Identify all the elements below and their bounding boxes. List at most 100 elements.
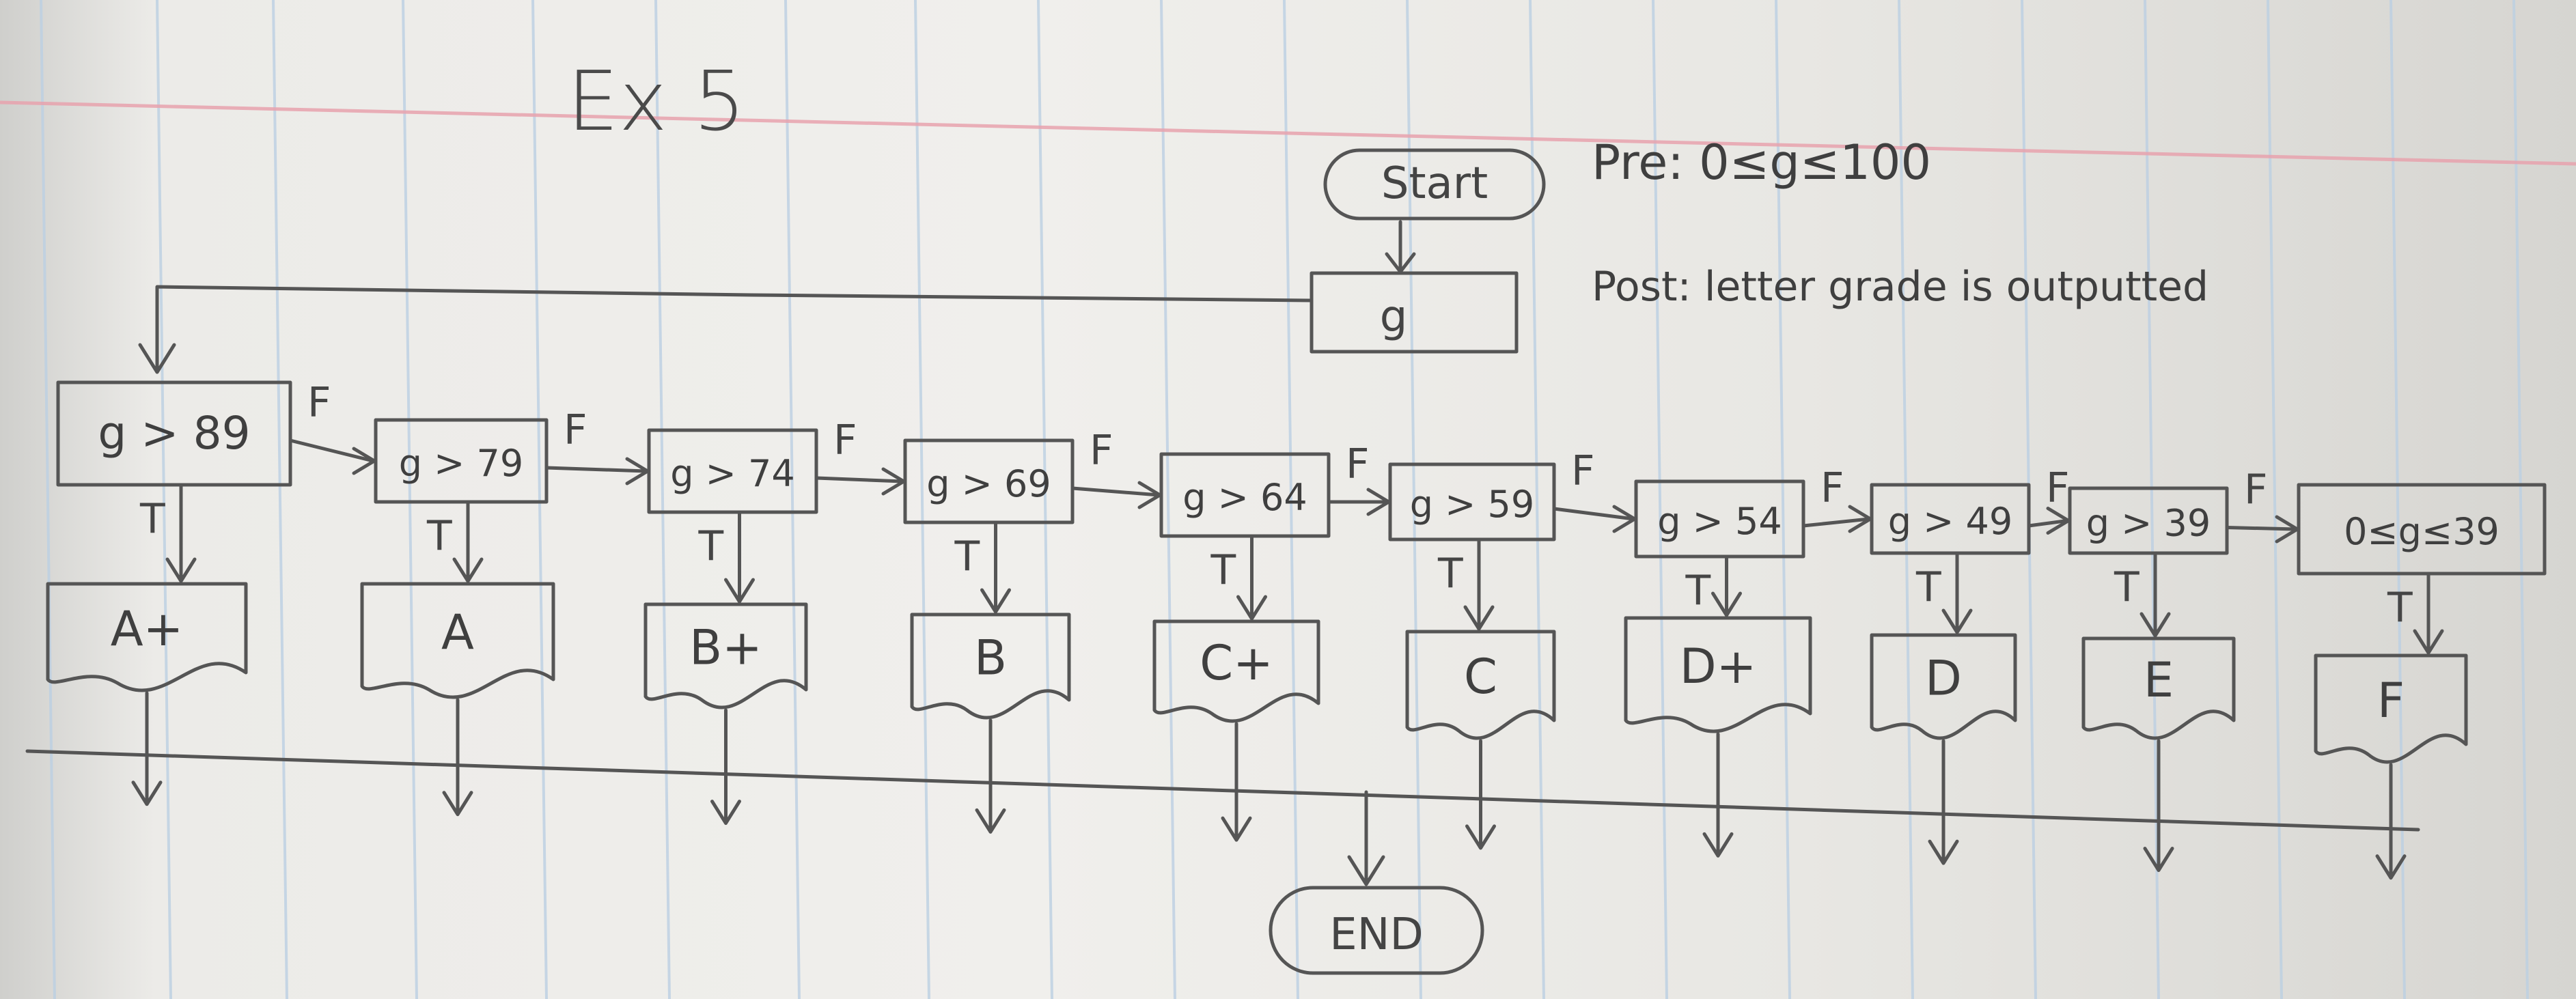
grade-text: F xyxy=(2377,673,2405,729)
arrow-to-collector-8 xyxy=(1928,739,1959,865)
decision-box-3: g > 74 xyxy=(647,428,818,514)
false-label: F xyxy=(564,406,587,454)
condition-text: g > 59 xyxy=(1410,483,1535,526)
arrow-input-to-first-decision xyxy=(138,285,1314,374)
true-arrow-3: T xyxy=(698,510,755,604)
arrow-to-end xyxy=(1347,790,1385,886)
decision-box-8: g > 49 xyxy=(1870,483,2031,555)
false-arrow-1: F xyxy=(288,379,376,475)
collector-line xyxy=(25,749,2420,832)
grade-text: D xyxy=(1925,651,1962,707)
grade-text: A xyxy=(441,604,474,660)
condition-text: 0≤g≤39 xyxy=(2344,510,2499,553)
grade-text: B+ xyxy=(689,620,762,676)
false-label: F xyxy=(307,379,331,427)
false-label: F xyxy=(1346,440,1370,488)
true-arrow-1: T xyxy=(139,483,197,583)
true-label: T xyxy=(1437,550,1463,597)
false-label: F xyxy=(1090,427,1113,475)
condition-text: g > 49 xyxy=(1888,500,2013,543)
grade-output-4: B xyxy=(910,613,1071,720)
input-label: g xyxy=(1380,292,1408,342)
grade-text: D+ xyxy=(1680,638,1757,694)
arrow-to-collector-10 xyxy=(2375,763,2407,880)
true-arrow-6: T xyxy=(1437,537,1495,631)
pre-condition: Pre: 0≤g≤100 xyxy=(1592,135,1931,191)
true-arrow-10: T xyxy=(2387,572,2444,655)
grade-output-3: B+ xyxy=(643,602,808,709)
arrow-to-collector-4 xyxy=(975,718,1006,834)
grade-output-9: E xyxy=(2081,636,2236,740)
grade-output-5: C+ xyxy=(1152,619,1320,723)
start-terminal: Start xyxy=(1323,148,1546,221)
end-terminal: END xyxy=(1269,886,1484,975)
arrow-to-collector-1 xyxy=(131,691,163,806)
condition-text: g > 39 xyxy=(2086,502,2211,545)
condition-text: g > 69 xyxy=(926,462,1051,505)
false-arrow-3: F xyxy=(814,417,906,496)
true-arrow-7: T xyxy=(1685,554,1742,617)
post-condition: Post: letter grade is outputted xyxy=(1592,263,2208,311)
true-arrow-5: T xyxy=(1210,534,1267,621)
false-arrow-8: F xyxy=(2027,464,2071,535)
grade-text: A+ xyxy=(111,601,184,657)
true-label: T xyxy=(139,495,165,543)
start-label: Start xyxy=(1381,158,1488,209)
margin-line xyxy=(0,100,2576,166)
false-arrow-2: F xyxy=(544,406,650,486)
false-arrow-5: F xyxy=(1327,440,1391,516)
decision-box-5: g > 64 xyxy=(1159,452,1331,538)
decision-box-10: 0≤g≤39 xyxy=(2297,483,2547,576)
arrow-to-collector-7 xyxy=(1702,732,1734,858)
decision-box-4: g > 69 xyxy=(903,438,1075,524)
true-label: T xyxy=(698,522,724,570)
false-label: F xyxy=(1571,447,1595,495)
true-label: T xyxy=(954,533,980,580)
true-arrow-8: T xyxy=(1915,551,1973,634)
grade-text: C xyxy=(1464,649,1497,705)
false-arrow-9: F xyxy=(2225,466,2299,544)
true-label: T xyxy=(1685,567,1711,615)
true-arrow-4: T xyxy=(954,520,1011,614)
true-arrow-2: T xyxy=(426,500,484,583)
condition-text: g > 89 xyxy=(98,407,250,460)
true-label: T xyxy=(1915,563,1941,611)
grade-output-6: C xyxy=(1405,630,1556,740)
true-arrow-9: T xyxy=(2114,551,2171,638)
true-label: T xyxy=(2114,563,2139,611)
decision-box-1: g > 89 xyxy=(56,380,292,487)
grade-output-1: A+ xyxy=(46,582,248,692)
ruled-lines xyxy=(40,0,2529,999)
condition-text: g > 79 xyxy=(399,442,524,485)
grade-text: B xyxy=(974,630,1007,686)
grade-output-2: A xyxy=(360,582,555,699)
false-arrow-4: F xyxy=(1070,427,1162,509)
condition-text: g > 74 xyxy=(670,452,795,495)
decision-box-9: g > 39 xyxy=(2068,486,2229,555)
arrow-to-collector-3 xyxy=(710,708,741,826)
grade-output-10: F xyxy=(2314,653,2468,764)
false-label: F xyxy=(1820,464,1844,512)
false-arrow-6: F xyxy=(1552,447,1637,533)
grade-text: E xyxy=(2144,652,2174,708)
decision-box-2: g > 79 xyxy=(374,418,549,504)
grade-output-7: D+ xyxy=(1624,616,1812,733)
false-label: F xyxy=(2046,464,2070,512)
condition-text: g > 54 xyxy=(1657,500,1782,543)
arrow-to-collector-6 xyxy=(1465,739,1496,850)
arrow-to-collector-9 xyxy=(2143,739,2174,873)
input-box: g xyxy=(1310,271,1519,354)
false-label: F xyxy=(2244,466,2268,514)
title: Ex 5 xyxy=(567,55,745,150)
true-label: T xyxy=(426,512,452,560)
arrow-to-collector-5 xyxy=(1221,722,1252,842)
decision-box-7: g > 54 xyxy=(1634,479,1805,559)
grade-text: C+ xyxy=(1200,635,1273,691)
false-arrow-7: F xyxy=(1801,464,1872,533)
end-label: END xyxy=(1329,910,1424,960)
false-label: F xyxy=(833,417,857,464)
decision-box-6: g > 59 xyxy=(1388,462,1556,541)
true-label: T xyxy=(2387,584,2413,632)
